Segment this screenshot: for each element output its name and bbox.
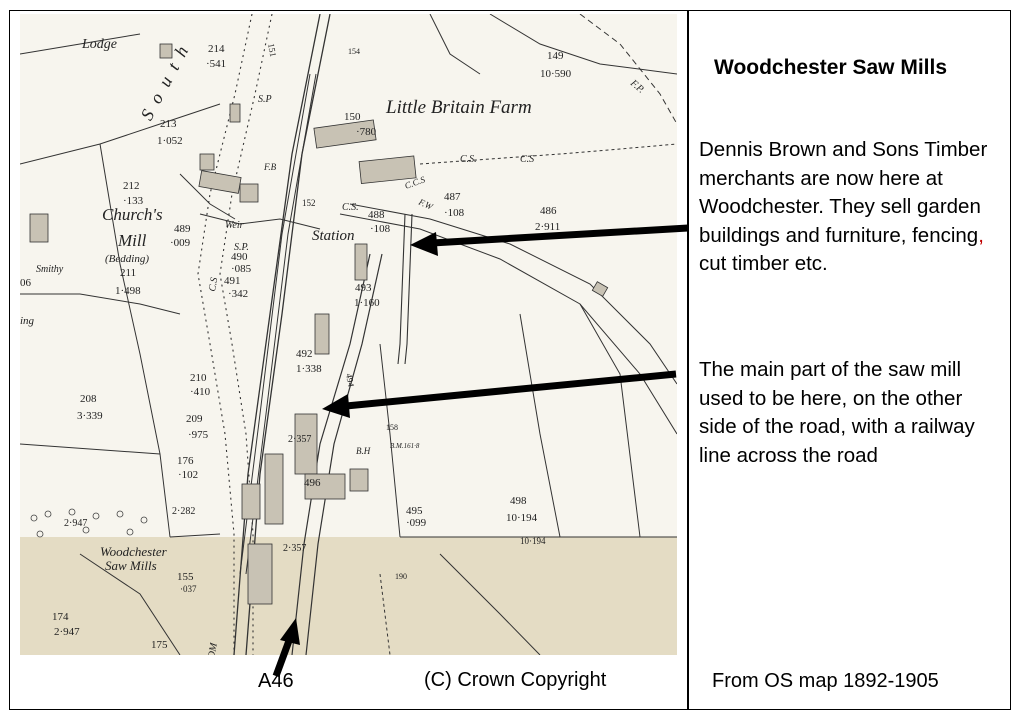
parcel-209: 209 bbox=[186, 413, 203, 425]
parcel-496: 496 bbox=[304, 477, 321, 489]
parcel-175: 175 bbox=[151, 639, 168, 651]
parcel-155-area: ·037 bbox=[180, 584, 197, 594]
parcel-150: 150 bbox=[344, 111, 361, 123]
parcel-211: 211 bbox=[120, 267, 136, 279]
label-sp: S.P. bbox=[234, 242, 249, 253]
parcel-2282: 2·282 bbox=[172, 506, 195, 517]
outer-frame bbox=[9, 10, 1011, 710]
page-title: Woodchester Saw Mills bbox=[714, 56, 947, 79]
note-dennis-brown-text-end: cut timber etc. bbox=[699, 252, 828, 275]
label-ing: ing bbox=[20, 315, 35, 327]
parcel-214: 214 bbox=[208, 43, 225, 55]
parcel-151: 151 bbox=[266, 43, 278, 58]
parcel-487: 487 bbox=[444, 191, 461, 203]
parcel-492-area: 1·338 bbox=[296, 363, 322, 375]
os-map-drawing: 214 ·541 149 10·590 151 154 213 1·052 15… bbox=[20, 14, 677, 655]
parcel-489-area: ·009 bbox=[170, 237, 191, 249]
label-cs-mill: C.S bbox=[207, 277, 220, 293]
column-divider bbox=[687, 10, 689, 710]
parcel-2357-upper: 2·357 bbox=[288, 434, 311, 445]
parcel-150-area: ·780 bbox=[356, 126, 377, 138]
parcel-486: 486 bbox=[540, 205, 557, 217]
parcel-489: 489 bbox=[174, 223, 191, 235]
parcel-149-area: 10·590 bbox=[540, 68, 572, 80]
label-station: Station bbox=[312, 228, 355, 244]
label-bh: B.H bbox=[356, 446, 371, 456]
road-label-a46: A46 bbox=[258, 670, 294, 692]
label-dm: DM bbox=[206, 642, 220, 655]
parcel-493-area: 1·160 bbox=[354, 297, 380, 309]
parcel-209-area: ·975 bbox=[188, 429, 209, 441]
parcel-106: 06 bbox=[20, 277, 32, 289]
label-woodchester: Woodchester bbox=[100, 544, 168, 559]
note-main-saw-mill: The main part of the saw mill used to be… bbox=[699, 358, 975, 467]
label-saw-mills: Saw Mills bbox=[105, 558, 157, 573]
parcel-154: 154 bbox=[348, 47, 360, 56]
label-bm: B.M.161·8 bbox=[390, 442, 420, 450]
parcel-211-area: 1·498 bbox=[115, 285, 141, 297]
parcel-495: 495 bbox=[406, 505, 423, 517]
parcel-10194-edge: 10·194 bbox=[520, 536, 546, 546]
label-lodge: Lodge bbox=[81, 37, 117, 52]
parcel-210: 210 bbox=[190, 372, 207, 384]
parcel-158: 158 bbox=[386, 423, 398, 432]
parcel-493: 493 bbox=[355, 282, 372, 294]
parcel-488: 488 bbox=[368, 209, 385, 221]
map-sheet-lower bbox=[20, 537, 677, 655]
parcel-174-area: 2·947 bbox=[54, 626, 80, 638]
parcel-486-area: 2·911 bbox=[535, 221, 560, 233]
note-dennis-brown: Dennis Brown and Sons Timber merchants a… bbox=[699, 136, 1004, 279]
label-bedding: (Bedding) bbox=[105, 253, 149, 265]
os-map: 214 ·541 149 10·590 151 154 213 1·052 15… bbox=[20, 14, 677, 655]
parcel-210-area: ·410 bbox=[190, 386, 211, 398]
parcel-212: 212 bbox=[123, 180, 140, 192]
tree-symbols bbox=[30, 508, 148, 538]
parcel-491-area: ·342 bbox=[228, 288, 248, 300]
parcel-490-area: ·085 bbox=[231, 263, 252, 275]
label-cs-lane: C.S. bbox=[460, 154, 477, 165]
parcel-190: 190 bbox=[395, 572, 407, 581]
parcel-213: 213 bbox=[160, 118, 177, 130]
label-mill: Mill bbox=[117, 231, 147, 250]
note-dennis-brown-text: Dennis Brown and Sons Timber merchants a… bbox=[699, 138, 988, 247]
parcel-2357-lower: 2·357 bbox=[283, 543, 306, 554]
map-source: From OS map 1892-1905 bbox=[712, 670, 939, 692]
label-fb: F.B bbox=[263, 162, 277, 172]
parcel-149: 149 bbox=[547, 50, 564, 62]
label-weir: Weir bbox=[225, 220, 244, 231]
parcel-152: 152 bbox=[302, 198, 316, 208]
parcel-208-area: 3·339 bbox=[77, 410, 103, 422]
label-little-britain-farm: Little Britain Farm bbox=[385, 97, 532, 118]
parcel-176: 176 bbox=[177, 455, 194, 467]
parcel-492: 492 bbox=[296, 348, 313, 360]
map-sheet-upper bbox=[20, 14, 677, 542]
note-red-comma: , bbox=[978, 223, 984, 247]
parcel-155: 155 bbox=[177, 571, 194, 583]
parcel-208: 208 bbox=[80, 393, 97, 405]
parcel-2947-upper: 2·947 bbox=[64, 518, 87, 529]
label-churchs: Church's bbox=[102, 205, 163, 224]
label-smithy: Smithy bbox=[36, 264, 64, 275]
parcel-498: 498 bbox=[510, 495, 527, 507]
parcel-174: 174 bbox=[52, 611, 69, 623]
label-cs-station: C.S. bbox=[342, 202, 359, 213]
parcel-214-area: ·541 bbox=[206, 58, 226, 70]
parcel-213-area: 1·052 bbox=[157, 135, 183, 147]
parcel-490: 490 bbox=[231, 251, 248, 263]
label-sp-north: S.P bbox=[258, 94, 272, 105]
parcel-491: 491 bbox=[224, 275, 241, 287]
label-cs-lane-east: C.S bbox=[520, 154, 534, 165]
copyright-notice: (C) Crown Copyright bbox=[424, 669, 607, 691]
parcel-212-area: ·133 bbox=[123, 195, 144, 207]
parcel-498-area: 10·194 bbox=[506, 512, 538, 524]
parcel-487-area: ·108 bbox=[444, 207, 465, 219]
parcel-176-area: ·102 bbox=[178, 469, 198, 481]
parcel-495-area: ·099 bbox=[406, 517, 427, 529]
parcel-488-area: ·108 bbox=[370, 223, 391, 235]
